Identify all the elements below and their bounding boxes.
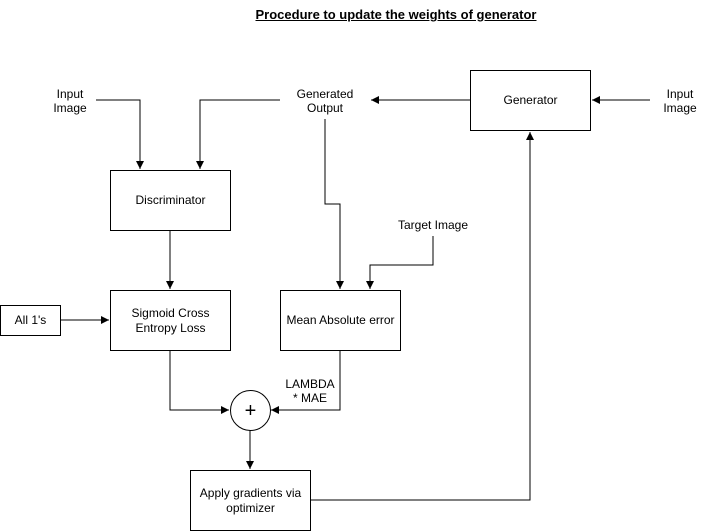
arrow-loss-to-sum (169, 350, 229, 414)
diagram-title: Procedure to update the weights of gener… (255, 7, 537, 22)
all-ones-box: All 1's (0, 305, 61, 336)
arrow-optimizer-to-generator (310, 132, 534, 501)
arrow-mae-to-sum (271, 350, 341, 414)
input-image-label-left: Input Image (53, 87, 87, 115)
generator-box: Generator (470, 70, 591, 131)
generated-output-label: Generated Output (296, 87, 354, 115)
apply-gradients-box: Apply gradients via optimizer (190, 470, 311, 531)
sum-node: + (230, 390, 271, 431)
mean-absolute-error-box: Mean Absolute error (280, 290, 401, 351)
lambda-mae-label: LAMBDA * MAE (285, 377, 335, 405)
arrow-generated-to-discriminator (196, 99, 280, 169)
discriminator-box: Discriminator (110, 170, 231, 231)
arrow-input-to-discriminator (96, 99, 144, 169)
arrow-target-to-mae (366, 236, 434, 289)
target-image-label: Target Image (397, 218, 469, 232)
arrow-generated-to-mae (324, 119, 344, 289)
sigmoid-cross-entropy-loss-box: Sigmoid Cross Entropy Loss (110, 290, 231, 351)
input-image-label-right: Input Image (663, 87, 697, 115)
